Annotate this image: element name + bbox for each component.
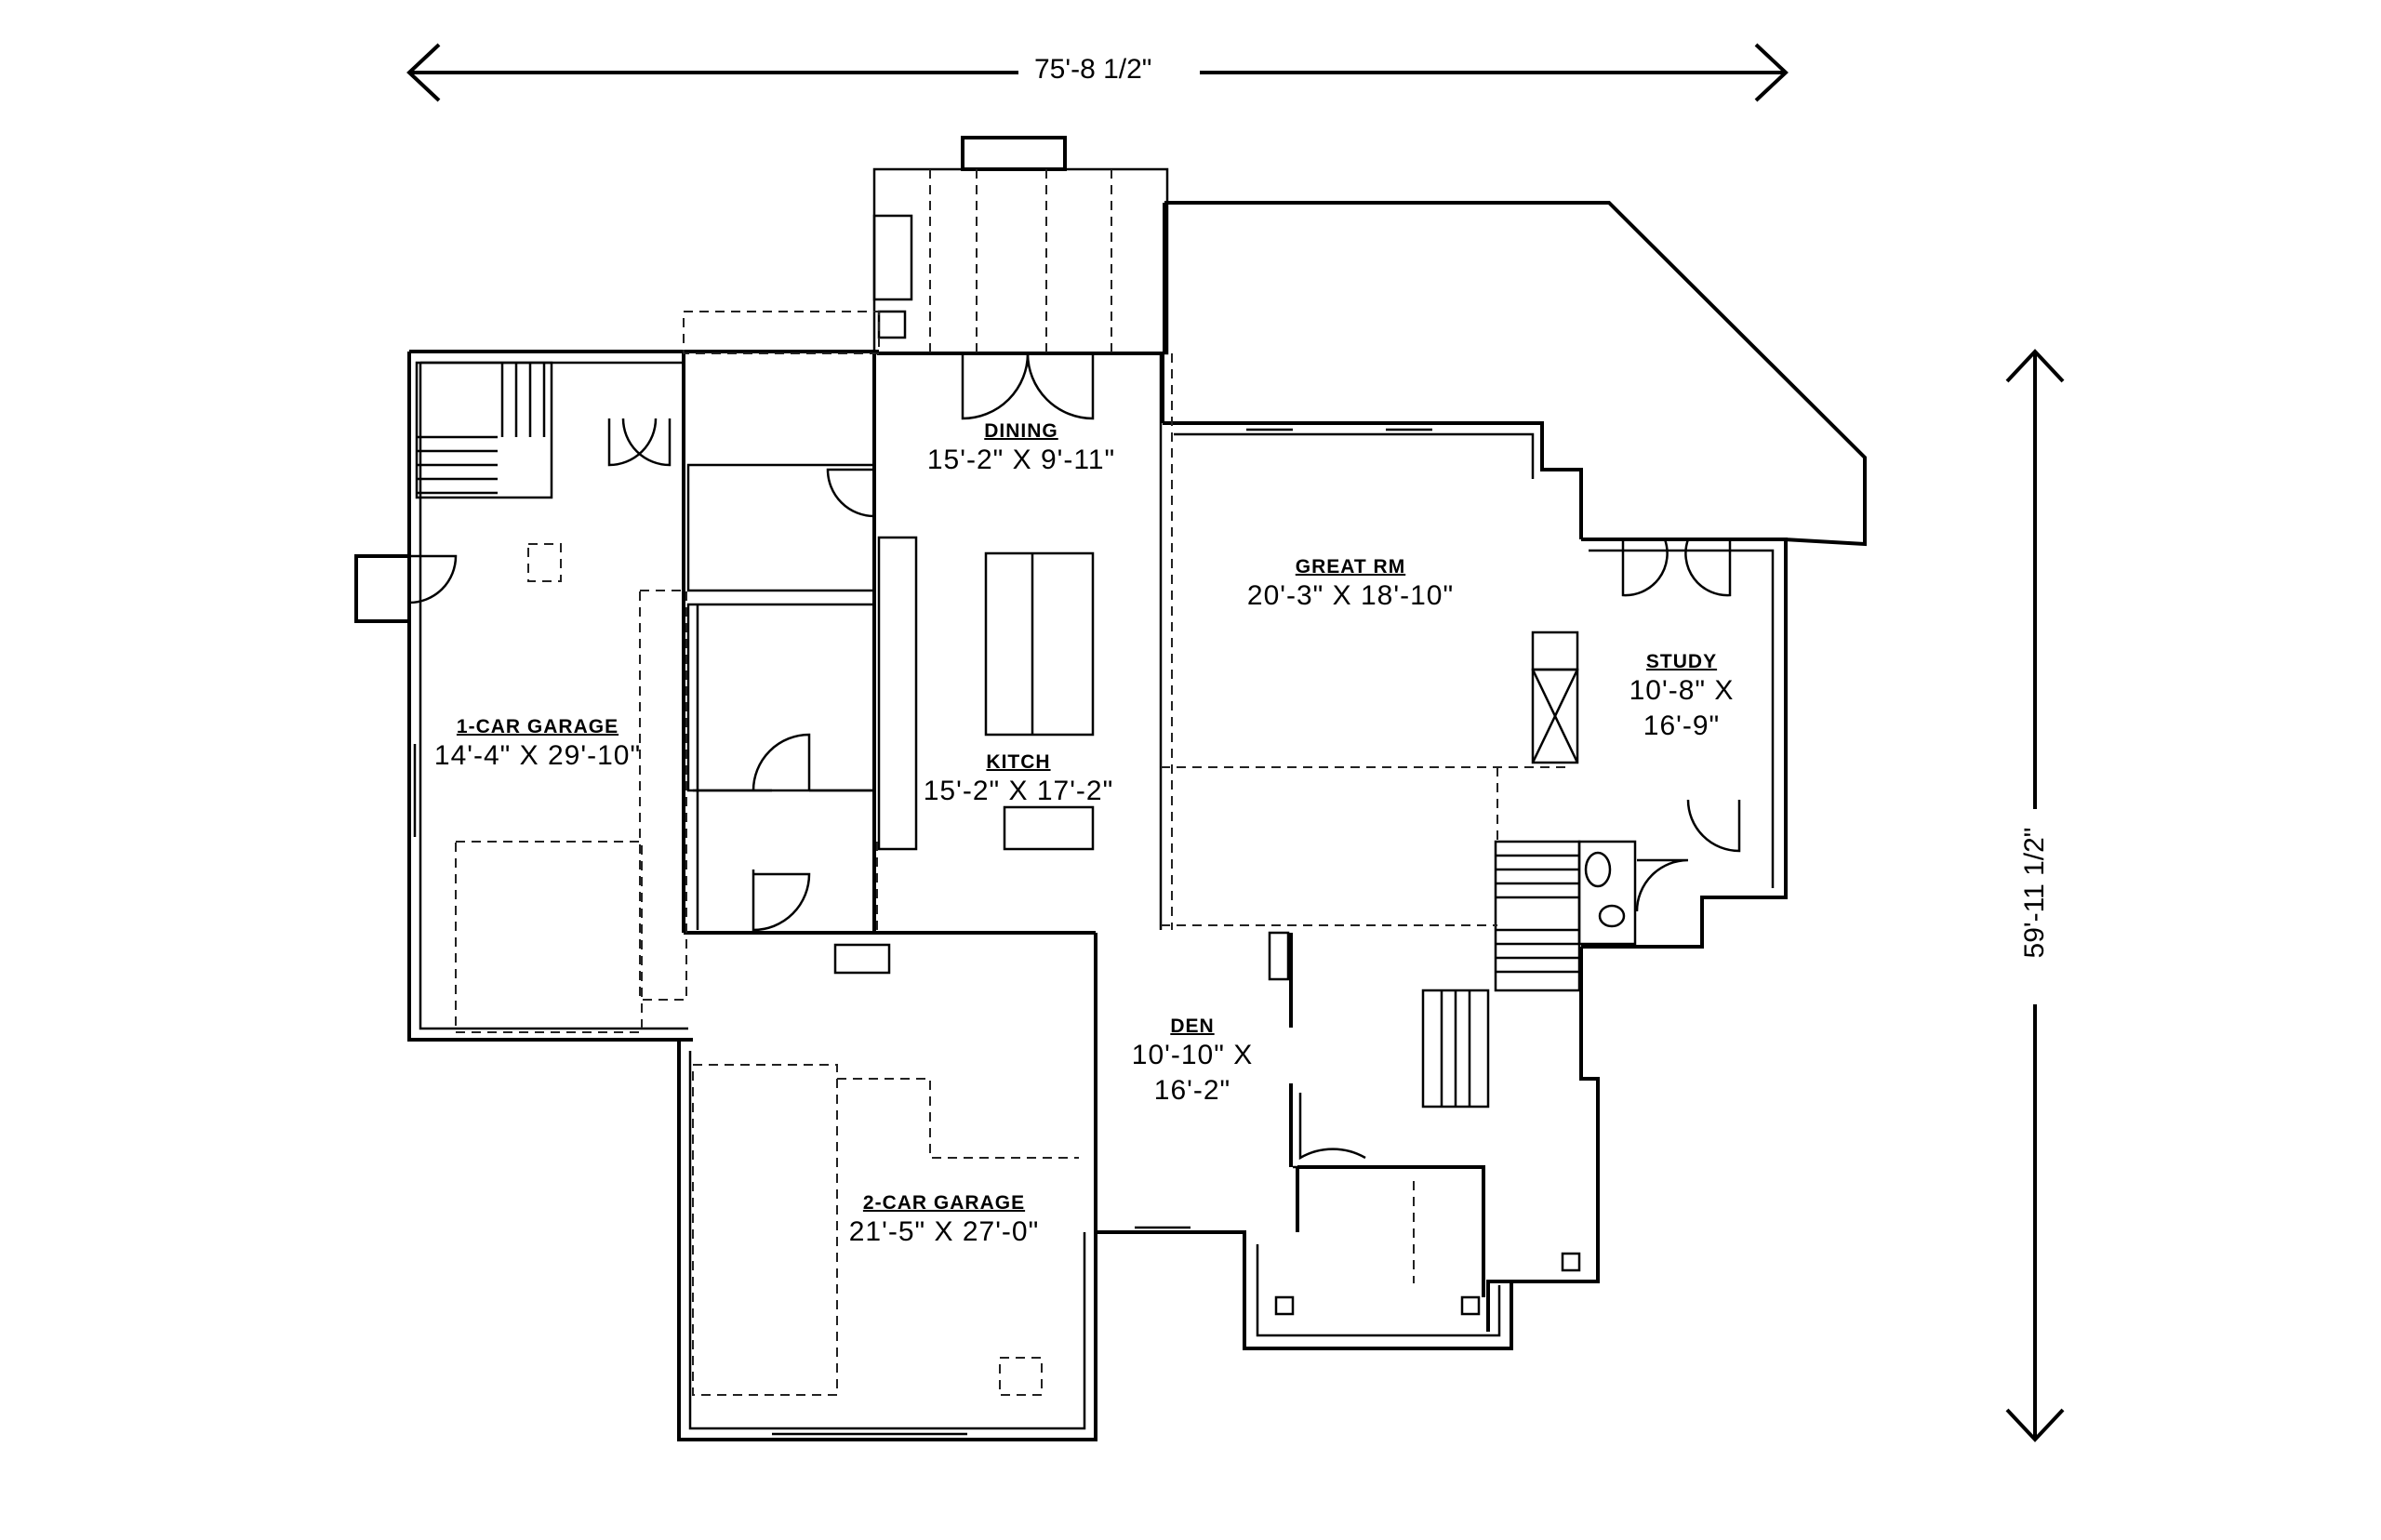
room-name: DINING bbox=[984, 420, 1058, 442]
exterior-walls bbox=[354, 201, 1867, 1441]
room-name: DEN bbox=[1170, 1016, 1215, 1037]
doors bbox=[408, 352, 1741, 1161]
room-one-car-garage: 1-CAR GARAGE 14'-4" X 29'-10" bbox=[434, 716, 641, 774]
porch-posts bbox=[1274, 1252, 1581, 1316]
garage-stairs bbox=[417, 363, 546, 495]
dashed-overhead-lines bbox=[455, 169, 1572, 1396]
room-size: 15'-2" X 9'-11" bbox=[926, 445, 1116, 475]
room-two-car-garage: 2-CAR GARAGE 21'-5" X 27'-0" bbox=[849, 1192, 1040, 1250]
room-name: GREAT RM bbox=[1295, 556, 1406, 578]
room-name: 1-CAR GARAGE bbox=[456, 716, 619, 737]
room-name: 2-CAR GARAGE bbox=[862, 1192, 1026, 1214]
room-dining: DINING 15'-2" X 9'-11" bbox=[927, 420, 1115, 478]
overall-depth-label: 59'-11 1/2" bbox=[2019, 827, 2050, 959]
room-size: 10'-8" X bbox=[1629, 675, 1735, 706]
room-size: 15'-2" X 17'-2" bbox=[923, 776, 1114, 806]
room-kitchen: KITCH 15'-2" X 17'-2" bbox=[924, 751, 1114, 809]
room-size: 20'-3" X 18'-10" bbox=[1246, 580, 1455, 611]
study-stairs bbox=[1421, 840, 1581, 1109]
room-size: 14'-4" X 29'-10" bbox=[433, 740, 642, 771]
windows bbox=[413, 428, 1432, 1436]
room-size: 16'-2" bbox=[1153, 1075, 1231, 1106]
room-size: 16'-9" bbox=[1643, 710, 1721, 741]
room-size: 21'-5" X 27'-0" bbox=[848, 1216, 1040, 1247]
room-great-room: GREAT RM 20'-3" X 18'-10" bbox=[1247, 556, 1454, 614]
overall-width-label: 75'-8 1/2" bbox=[1034, 54, 1152, 85]
interior-walls bbox=[415, 136, 1637, 1167]
depth-dimension-arrow bbox=[2005, 349, 2065, 1442]
room-name: KITCH bbox=[986, 751, 1051, 773]
width-dimension-arrow bbox=[406, 43, 1789, 102]
room-size: 10'-10" X bbox=[1131, 1040, 1254, 1070]
room-name: STUDY bbox=[1645, 651, 1718, 672]
room-study: STUDY 10'-8" X 16'-9" bbox=[1629, 651, 1735, 744]
room-den: DEN 10'-10" X 16'-2" bbox=[1132, 1016, 1253, 1109]
